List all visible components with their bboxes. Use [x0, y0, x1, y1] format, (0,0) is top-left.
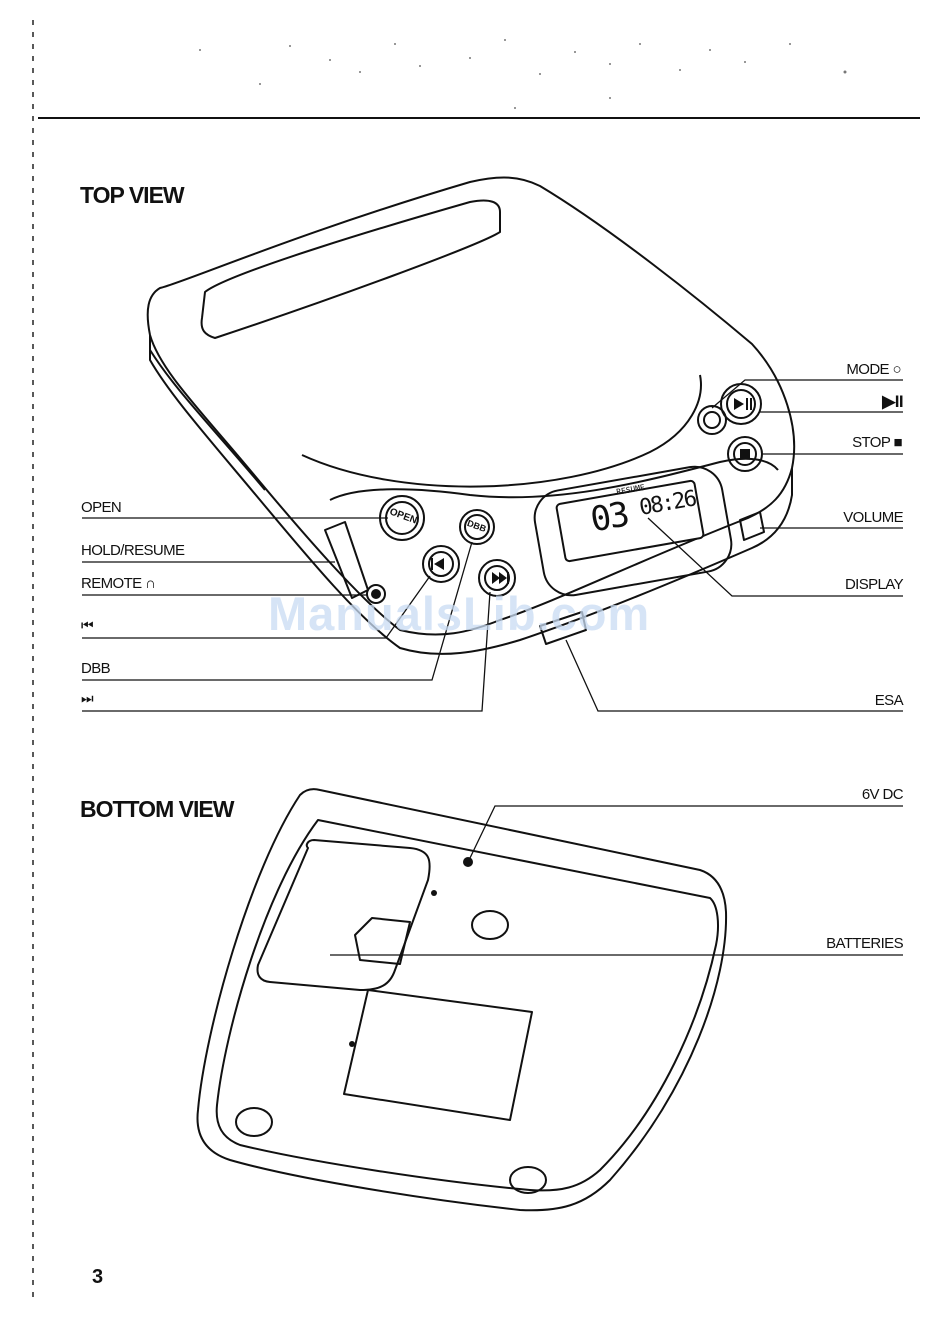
player-top-view: [148, 177, 794, 653]
lcd-track-number: 03: [587, 495, 630, 541]
top-view-title: TOP VIEW: [80, 182, 184, 209]
label-hold-resume: HOLD/RESUME: [81, 542, 184, 559]
label-play-pause: ▶II: [882, 392, 903, 412]
header-scan-noise: [199, 39, 847, 109]
label-open: OPEN: [81, 499, 121, 516]
page-number: 3: [92, 1266, 103, 1289]
label-next-track: ⏭: [81, 690, 93, 707]
label-6v-dc: 6V DC: [862, 786, 903, 803]
label-remote: REMOTE ∩: [81, 575, 155, 592]
player-bottom-view: [197, 789, 726, 1210]
label-volume: VOLUME: [843, 509, 903, 526]
label-previous-track: ⏮: [81, 617, 93, 634]
label-esa: ESA: [875, 692, 903, 709]
label-mode: MODE ○: [846, 361, 901, 378]
label-stop: STOP ■: [852, 434, 902, 451]
bottom-view-title: BOTTOM VIEW: [80, 796, 233, 823]
lcd-time: 08:26: [637, 486, 697, 520]
watermark: ManualsLib.com: [268, 586, 650, 641]
label-display: DISPLAY: [845, 576, 903, 593]
label-dbb: DBB: [81, 660, 110, 677]
label-batteries: BATTERIES: [826, 935, 903, 952]
